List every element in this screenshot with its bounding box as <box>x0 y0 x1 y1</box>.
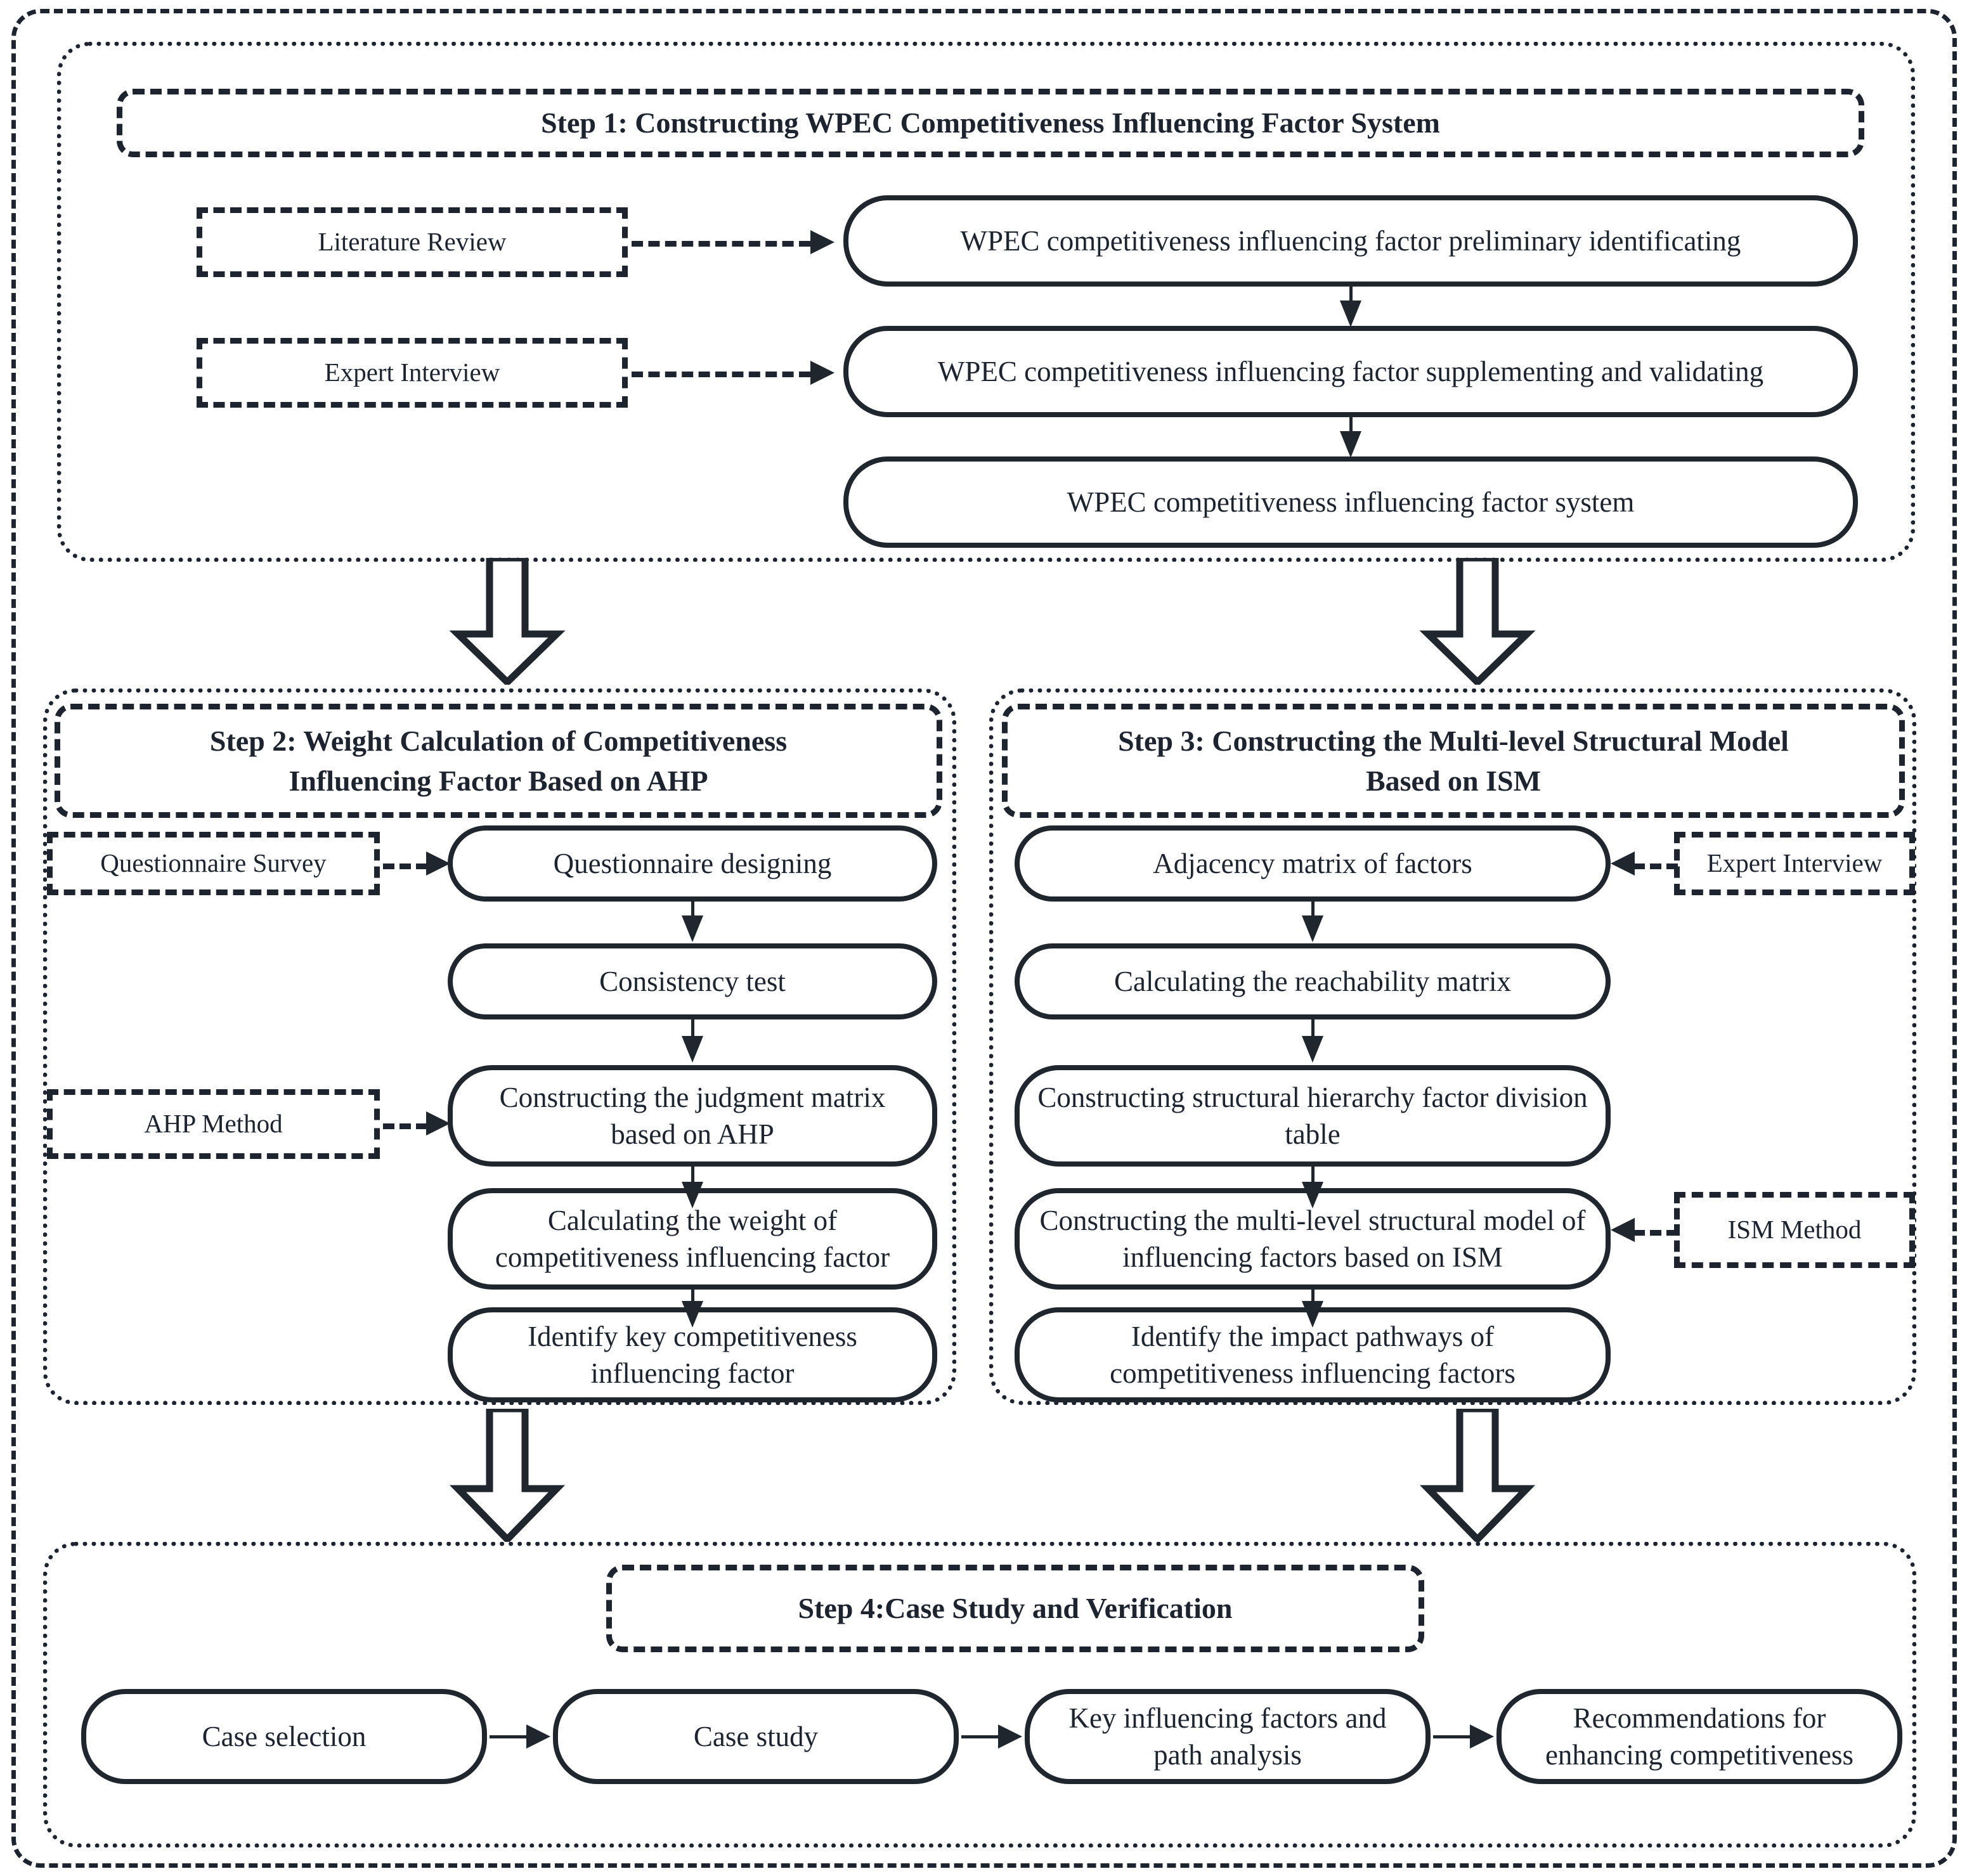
step3-arrowhead-1 <box>1302 915 1323 942</box>
step1-connector-expert <box>632 372 810 377</box>
step3-node-reachability-matrix[interactable]: Calculating the reachability matrix <box>1015 943 1611 1019</box>
step4-node-key-factors-path-analysis[interactable]: Key influencing factors and path analysi… <box>1025 1689 1431 1784</box>
step1-arrowhead-down-2 <box>1340 431 1361 458</box>
step2-node-judgment-matrix[interactable]: Constructing the judgment matrix based o… <box>448 1065 937 1167</box>
step3-node-multilevel-structural-model[interactable]: Constructing the multi-level structural … <box>1015 1188 1611 1290</box>
step4-arrowhead-1 <box>526 1724 550 1749</box>
step1-input-expert-interview[interactable]: Expert Interview <box>197 338 628 408</box>
step2-node-questionnaire-designing[interactable]: Questionnaire designing <box>448 825 937 902</box>
step4-hline-3 <box>1433 1735 1472 1738</box>
step2-input-questionnaire-survey[interactable]: Questionnaire Survey <box>47 832 380 895</box>
step2-arrowhead-questionnaire <box>426 851 450 876</box>
outer-frame <box>11 9 1957 1868</box>
step3-vline-1 <box>1311 902 1315 928</box>
block-arrow-step2-to-step4 <box>444 1409 571 1542</box>
step3-container <box>989 689 1916 1405</box>
step1-connector-literature <box>632 241 810 247</box>
step2-input-ahp-method[interactable]: AHP Method <box>47 1089 380 1159</box>
step3-arrowhead-2 <box>1302 1036 1323 1063</box>
step2-vline-2 <box>691 1019 694 1050</box>
step4-container <box>43 1542 1916 1847</box>
step3-arrowhead-expert <box>1611 851 1635 876</box>
step1-node-preliminary-identificating[interactable]: WPEC competitiveness influencing factor … <box>843 195 1858 287</box>
step1-arrowhead-literature <box>810 230 834 254</box>
step2-arrowhead-2 <box>682 1036 703 1063</box>
step3-title: Step 3: Constructing the Multi-level Str… <box>1002 704 1905 818</box>
step3-arrowhead-4 <box>1302 1301 1323 1328</box>
step4-node-case-selection[interactable]: Case selection <box>81 1689 487 1784</box>
block-arrow-step1-to-step3 <box>1414 558 1541 685</box>
step2-arrowhead-3 <box>682 1182 703 1208</box>
step2-arrowhead-ahp <box>426 1111 450 1135</box>
step3-title-line2: Based on ISM <box>1365 765 1542 797</box>
step3-input-ism-method[interactable]: ISM Method <box>1674 1192 1915 1268</box>
step2-connector-questionnaire <box>383 864 427 869</box>
step4-arrowhead-3 <box>1470 1724 1494 1749</box>
step4-arrowhead-2 <box>998 1724 1022 1749</box>
step4-node-recommendations[interactable]: Recommendations for enhancing competitiv… <box>1496 1689 1902 1784</box>
block-arrow-step1-to-step2 <box>444 558 571 685</box>
step4-hline-2 <box>961 1735 1001 1738</box>
step3-connector-expert <box>1633 864 1678 869</box>
step2-node-consistency-test[interactable]: Consistency test <box>448 943 937 1019</box>
step3-arrowhead-ism <box>1611 1218 1635 1242</box>
step2-arrowhead-1 <box>682 915 703 942</box>
step1-arrowhead-down-1 <box>1340 301 1361 327</box>
step4-hline-1 <box>490 1735 529 1738</box>
step1-node-supplementing-validating[interactable]: WPEC competitiveness influencing factor … <box>843 326 1858 417</box>
step4-node-case-study[interactable]: Case study <box>553 1689 959 1784</box>
step3-input-expert-interview[interactable]: Expert Interview <box>1674 832 1915 895</box>
step1-container <box>57 42 1915 562</box>
step2-container <box>43 689 956 1405</box>
step3-arrowhead-3 <box>1302 1182 1323 1208</box>
step3-vline-2 <box>1311 1019 1315 1050</box>
step2-connector-ahp <box>383 1123 427 1129</box>
block-arrow-step3-to-step4 <box>1414 1409 1541 1542</box>
step3-connector-ism <box>1633 1230 1678 1236</box>
step3-title-line1: Step 3: Constructing the Multi-level Str… <box>1118 724 1789 757</box>
step2-node-calculating-weight[interactable]: Calculating the weight of competitivenes… <box>448 1188 937 1290</box>
step1-title: Step 1: Constructing WPEC Competitivenes… <box>117 89 1864 157</box>
step2-title-line1: Step 2: Weight Calculation of Competitiv… <box>209 724 788 757</box>
step1-arrowhead-expert <box>810 361 834 385</box>
step4-title: Step 4:Case Study and Verification <box>606 1565 1424 1652</box>
step3-node-adjacency-matrix[interactable]: Adjacency matrix of factors <box>1015 825 1611 902</box>
step2-vline-1 <box>691 902 694 928</box>
step2-title-line2: Influencing Factor Based on AHP <box>289 765 708 797</box>
step3-node-hierarchy-division-table[interactable]: Constructing structural hierarchy factor… <box>1015 1065 1611 1167</box>
step2-title: Step 2: Weight Calculation of Competitiv… <box>55 704 942 818</box>
step2-arrowhead-4 <box>682 1301 703 1328</box>
step1-input-literature-review[interactable]: Literature Review <box>197 207 628 277</box>
step1-node-factor-system[interactable]: WPEC competitiveness influencing factor … <box>843 456 1858 548</box>
